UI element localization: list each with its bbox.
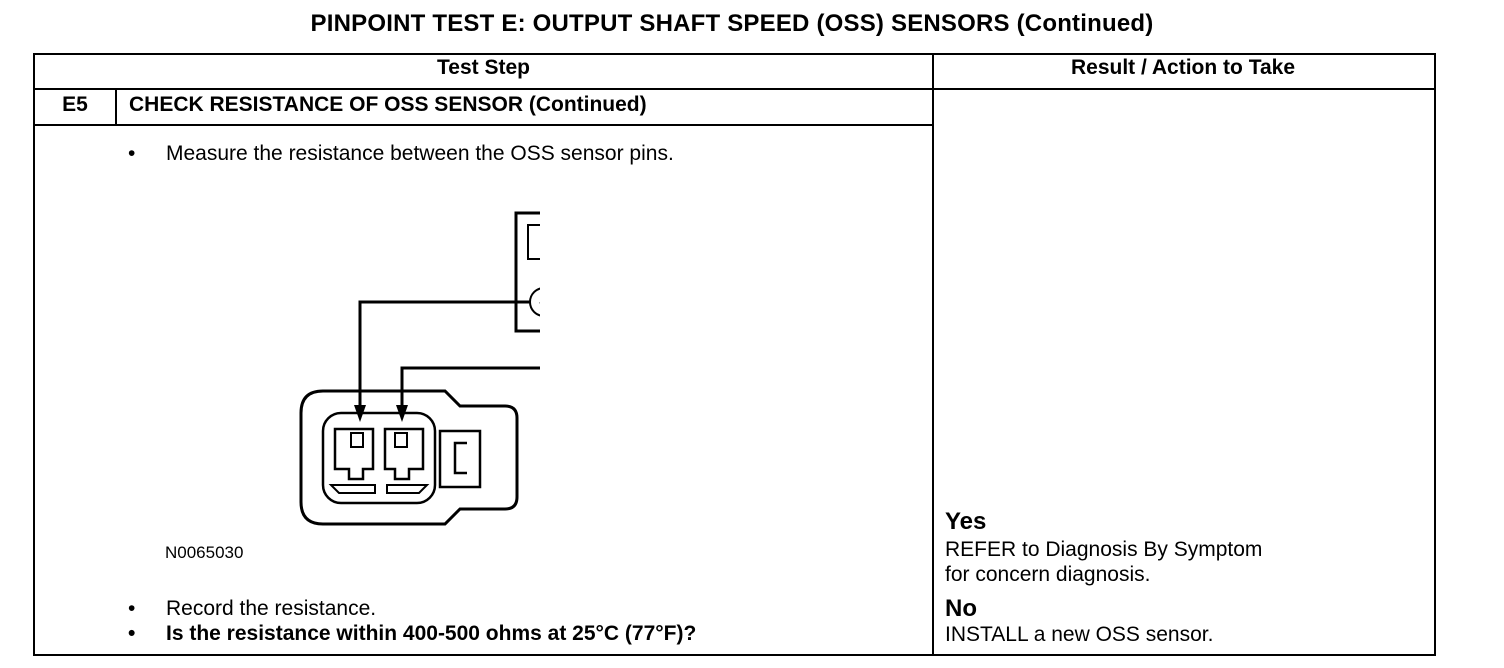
column-divider [932, 53, 934, 654]
result-yes-label: Yes [945, 508, 987, 535]
result-yes-text: REFER to Diagnosis By Symptom for concer… [945, 538, 1263, 586]
header-test-step: Test Step [437, 56, 530, 79]
step-id: E5 [62, 93, 88, 116]
positive-lead [358, 300, 530, 412]
plus-symbol: + [539, 293, 540, 313]
ohmmeter-display [527, 224, 540, 260]
page-title: PINPOINT TEST E: OUTPUT SHAFT SPEED (OSS… [310, 10, 1154, 37]
latch-tab [438, 429, 482, 489]
bullet-text: Measure the resistance between the OSS s… [166, 142, 674, 165]
step-title-divider [33, 124, 934, 126]
key-slot-left [328, 484, 376, 494]
oss-sensor-connector [299, 389, 519, 526]
result-no-text: INSTALL a new OSS sensor. [945, 623, 1214, 646]
bullet-text: Record the resistance. [166, 597, 377, 620]
connector-housing [299, 389, 519, 526]
test-table [33, 53, 1436, 656]
header-result: Result / Action to Take [1070, 56, 1296, 79]
bullet-record: • Record the resistance. [128, 597, 376, 621]
bullet-text: Is the resistance within 400-500 ohms at… [166, 622, 697, 645]
result-no-label: No [945, 595, 977, 622]
ohmmeter-body [514, 211, 540, 333]
bullet-dot: • [128, 142, 136, 165]
pin-2-contact [394, 432, 408, 448]
pin-1-contact [350, 432, 364, 448]
connector-cavity [321, 411, 437, 505]
key-slot-right [386, 484, 430, 494]
bullet-measure: • Measure the resistance between the OSS … [128, 142, 674, 166]
bullet-question: • Is the resistance within 400-500 ohms a… [128, 622, 696, 646]
pin-1 [333, 427, 375, 481]
step-title: CHECK RESISTANCE OF OSS SENSOR (Continue… [129, 93, 647, 116]
bullet-dot: • [128, 622, 136, 645]
header-divider [33, 88, 1434, 90]
figure-id: N0065030 [165, 543, 244, 562]
latch-notch [453, 441, 467, 475]
bullet-dot: • [128, 597, 136, 620]
step-id-divider [115, 88, 117, 126]
pin-2 [383, 427, 425, 481]
